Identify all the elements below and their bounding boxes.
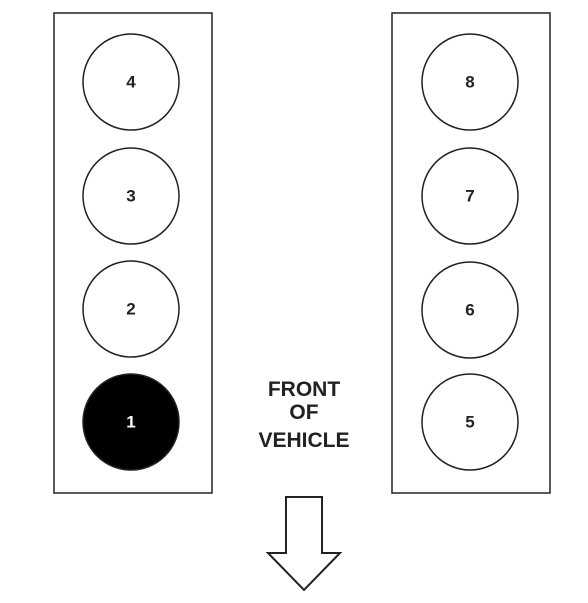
cylinder-number: 7 <box>465 187 474 206</box>
cylinder-number: 1 <box>126 413 135 432</box>
cylinder-number: 3 <box>126 187 135 206</box>
front-label-line-3: VEHICLE <box>258 429 349 452</box>
cylinder: 2 <box>82 260 180 358</box>
cylinder-number: 2 <box>126 300 135 319</box>
cylinder-circle <box>421 147 519 245</box>
right-bank-cylinders: 8 7 6 5 <box>421 33 519 471</box>
right-bank: 8 7 6 5 <box>391 12 551 494</box>
cylinder: 5 <box>421 373 519 471</box>
cylinder-circle <box>421 33 519 131</box>
cylinder: 3 <box>82 147 180 245</box>
left-bank-outline <box>53 12 213 494</box>
cylinder-circle <box>82 33 180 131</box>
front-label-line-2: OF <box>289 401 318 424</box>
left-bank: 4 3 2 1 <box>53 12 213 494</box>
arrow-down-icon <box>265 496 343 592</box>
cylinder: 6 <box>421 261 519 359</box>
cylinder-number: 6 <box>465 301 474 320</box>
front-label-line-1: FRONT <box>268 378 340 401</box>
right-bank-outline <box>391 12 551 494</box>
cylinder-number: 4 <box>126 73 136 92</box>
cylinder-circle <box>82 373 180 471</box>
front-of-vehicle-label: FRONT OF VEHICLE <box>258 378 349 452</box>
cylinder: 4 <box>82 33 180 131</box>
cylinder-highlighted: 1 <box>82 373 180 471</box>
cylinder-circle <box>421 261 519 359</box>
cylinder-circle <box>421 373 519 471</box>
cylinder-circle <box>82 147 180 245</box>
cylinder-circle <box>82 260 180 358</box>
cylinder: 8 <box>421 33 519 131</box>
cylinder: 7 <box>421 147 519 245</box>
cylinder-number: 5 <box>465 413 474 432</box>
cylinder-number: 8 <box>465 73 474 92</box>
left-bank-cylinders: 4 3 2 1 <box>82 33 180 471</box>
